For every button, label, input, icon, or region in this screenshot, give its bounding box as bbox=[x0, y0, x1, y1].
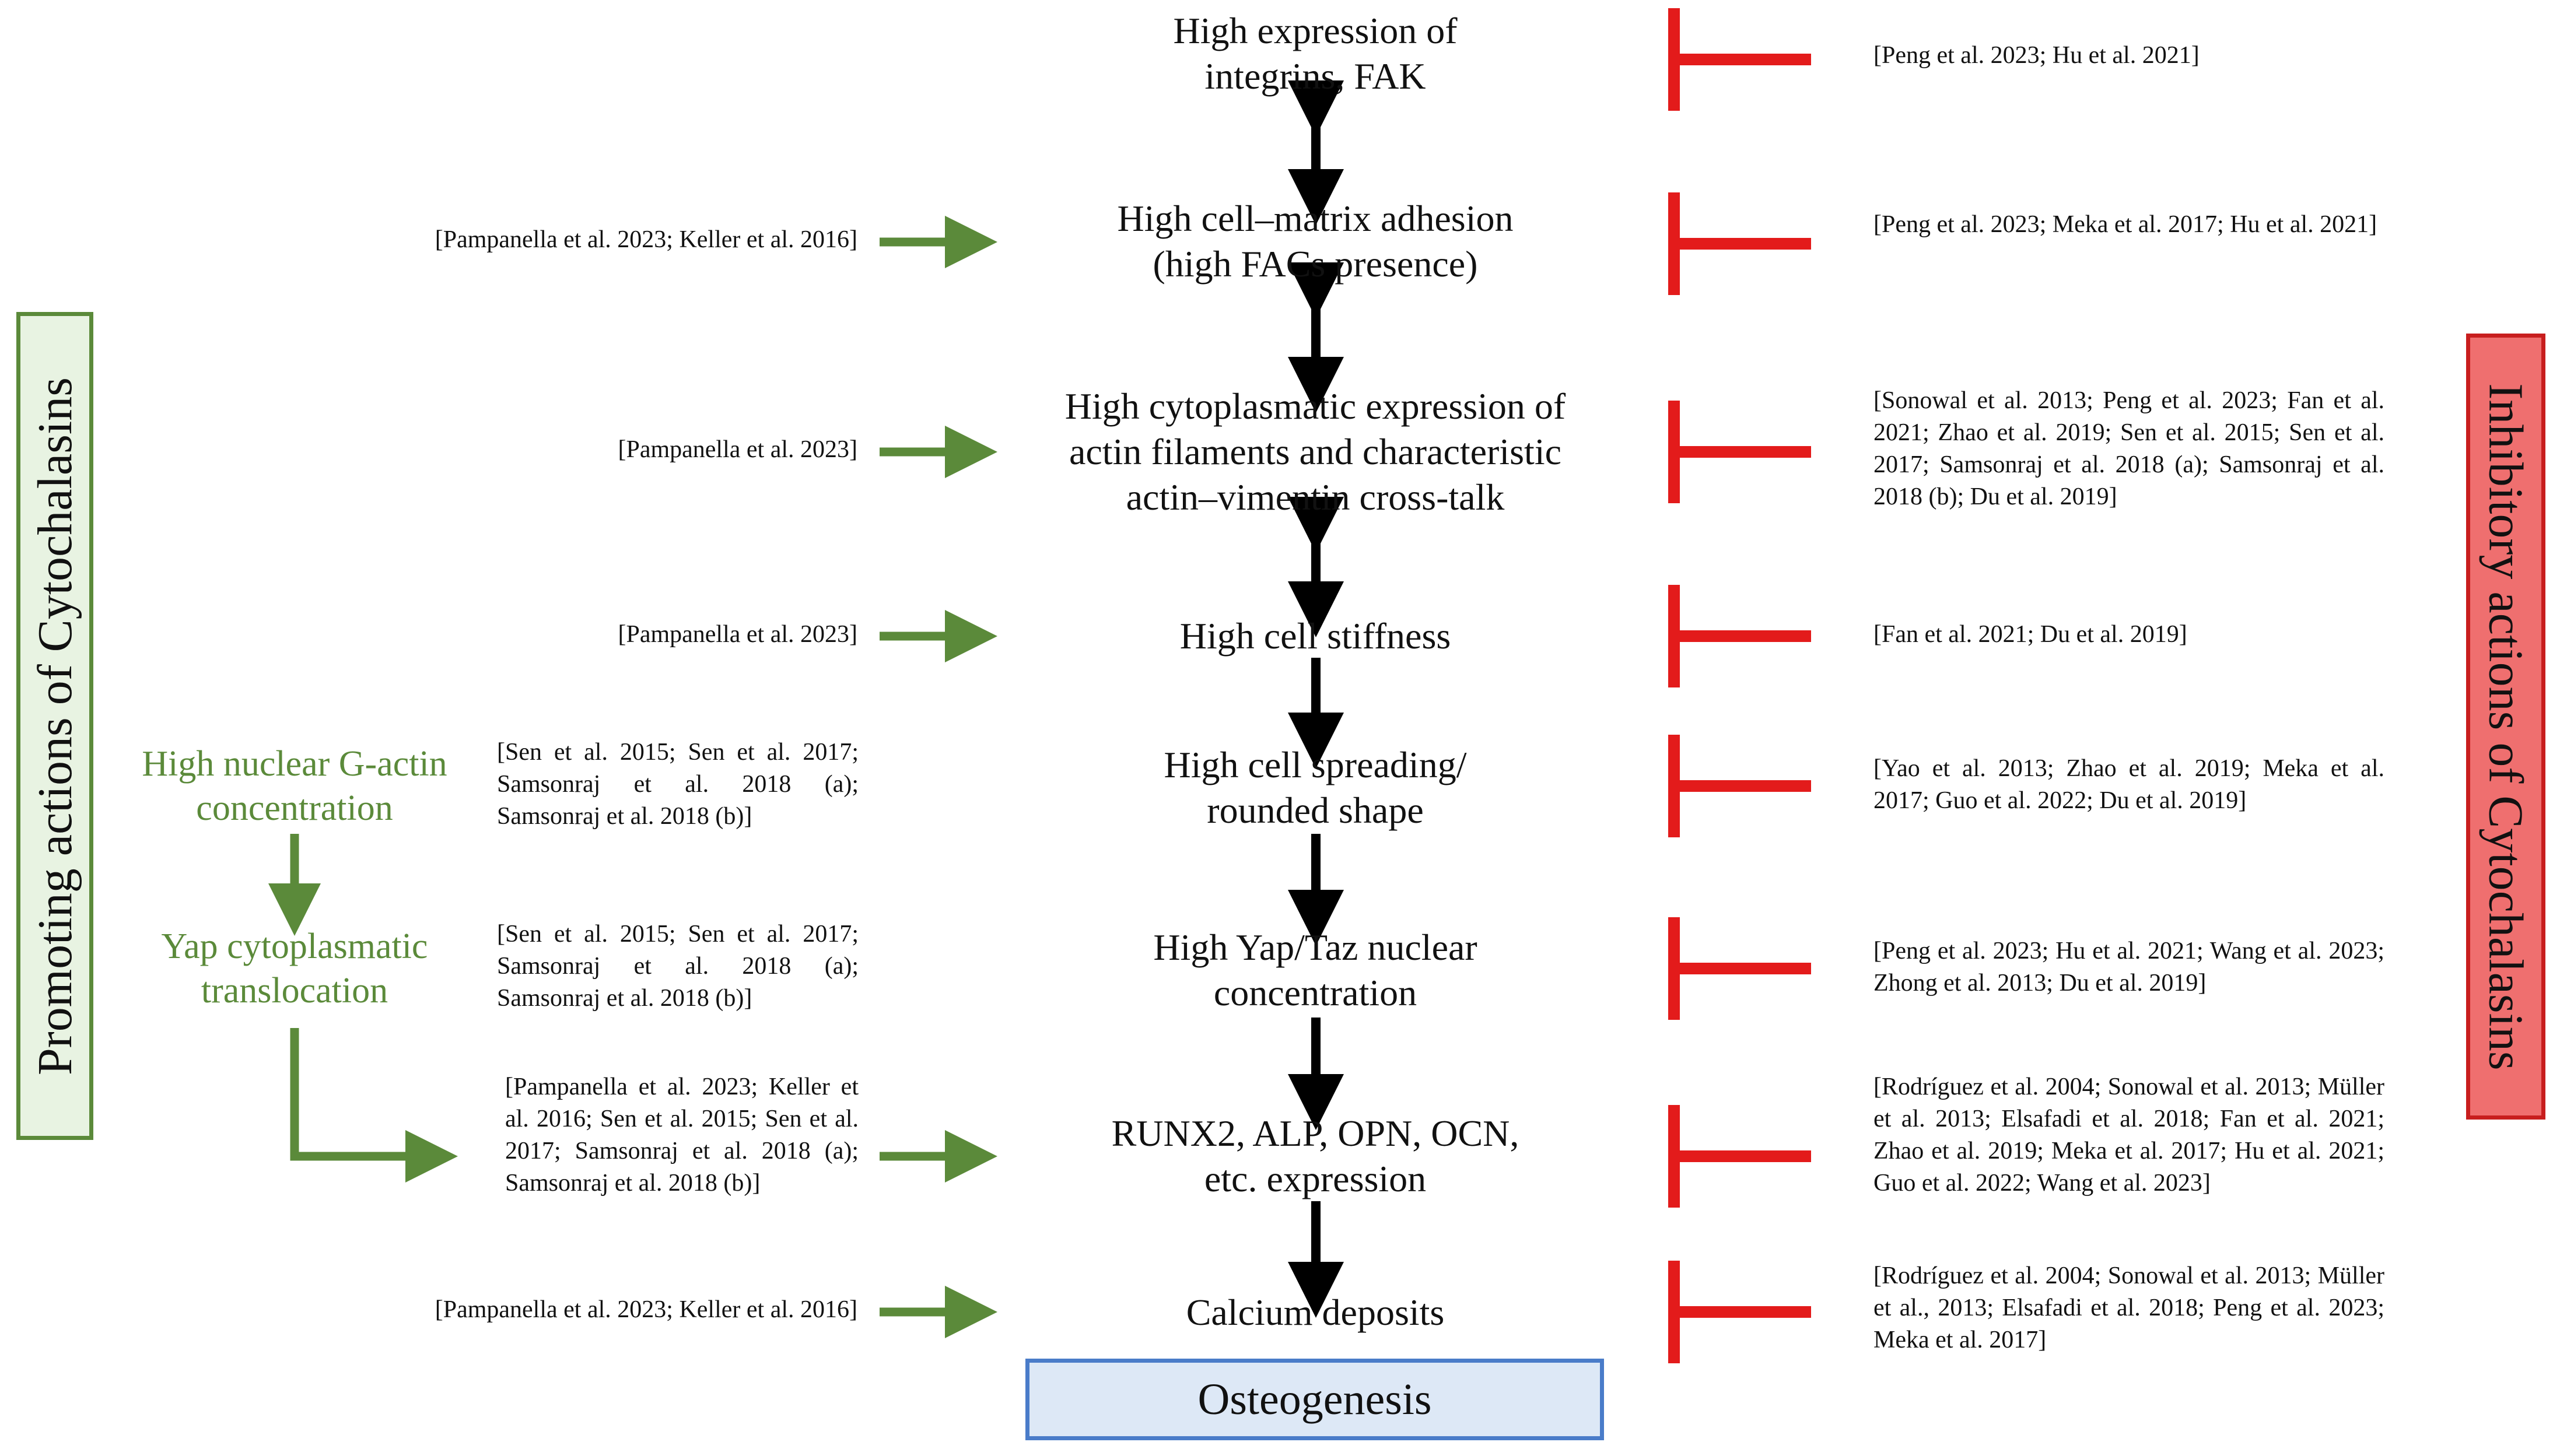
promoting-actions-box: Promoting actions of Cytochalasins bbox=[16, 312, 93, 1140]
step-actin-filaments: High cytoplasmatic expression of actin f… bbox=[962, 384, 1668, 520]
promoting-ref-g-actin: [Sen et al. 2015; Sen et al. 2017; Samso… bbox=[497, 739, 859, 830]
green-step-line: Yap cytoplasmatic bbox=[161, 927, 428, 966]
osteogenesis-box: Osteogenesis bbox=[1025, 1359, 1604, 1440]
promoting-ref-stiffness: [Pampanella et al. 2023] bbox=[618, 621, 857, 648]
step-line: High cytoplasmatic expression of bbox=[1064, 385, 1566, 427]
green-step-yap-translocation: Yap cytoplasmatic translocation bbox=[111, 924, 478, 1013]
inhibitory-ref-calcium: [Rodríguez et al. 2004; Sonowal et al. 2… bbox=[1873, 1262, 2384, 1353]
step-integrins-fak: High expression of integrins, FAK bbox=[962, 8, 1668, 99]
promoting-arrows bbox=[268, 216, 997, 1338]
inhibitory-ref-spreading: [Yao et al. 2013; Zhao et al. 2019; Meka… bbox=[1873, 755, 2384, 814]
step-cell-matrix-adhesion: High cell–matrix adhesion (high FACs pre… bbox=[962, 196, 1668, 287]
step-line: integrins, FAK bbox=[1204, 55, 1426, 97]
promoting-actions-label: Promoting actions of Cytochalasins bbox=[27, 377, 82, 1075]
step-line: High expression of bbox=[1173, 10, 1458, 51]
step-cell-stiffness: High cell stiffness bbox=[962, 613, 1668, 659]
step-line: actin filaments and characteristic bbox=[1069, 431, 1562, 472]
inhibitory-ref-yap-taz: [Peng et al. 2023; Hu et al. 2021; Wang … bbox=[1873, 938, 2384, 997]
step-line: rounded shape bbox=[1207, 790, 1424, 831]
inhibitory-ref-integrins: [Peng et al. 2023; Hu et al. 2021] bbox=[1873, 42, 2200, 69]
green-step-line: High nuclear G-actin bbox=[142, 744, 447, 784]
promoting-ref-actin: [Pampanella et al. 2023] bbox=[618, 436, 857, 463]
step-line: High cell–matrix adhesion bbox=[1117, 198, 1514, 239]
green-step-g-actin: High nuclear G-actin concentration bbox=[111, 742, 478, 830]
step-line: etc. expression bbox=[1204, 1158, 1427, 1199]
step-line: High cell spreading/ bbox=[1164, 744, 1467, 785]
promoting-ref-adhesion: [Pampanella et al. 2023; Keller et al. 2… bbox=[435, 226, 857, 253]
inhibitory-ref-actin: [Sonowal et al. 2013; Peng et al. 2023; … bbox=[1873, 387, 2384, 510]
inhibitory-actions-label: Inhibitory actions of Cytochalasins bbox=[2478, 383, 2533, 1071]
step-line: concentration bbox=[1213, 972, 1417, 1013]
step-line: actin–vimentin cross-talk bbox=[1126, 476, 1505, 518]
green-step-line: concentration bbox=[196, 788, 393, 828]
step-line: High cell stiffness bbox=[1179, 615, 1451, 657]
step-line: RUNX2, ALP, OPN, OCN, bbox=[1111, 1113, 1519, 1154]
step-cell-spreading: High cell spreading/ rounded shape bbox=[962, 742, 1668, 833]
step-yap-taz: High Yap/Taz nuclear concentration bbox=[962, 925, 1668, 1016]
step-calcium-deposits: Calcium deposits bbox=[962, 1290, 1668, 1335]
step-gene-expression: RUNX2, ALP, OPN, OCN, etc. expression bbox=[962, 1111, 1668, 1202]
promoting-ref-runx2: [Pampanella et al. 2023; Keller et al. 2… bbox=[505, 1073, 859, 1197]
inhibitory-ref-gene-expression: [Rodríguez et al. 2004; Sonowal et al. 2… bbox=[1873, 1073, 2384, 1197]
inhibitory-ref-stiffness: [Fan et al. 2021; Du et al. 2019] bbox=[1873, 621, 2187, 648]
step-line: High Yap/Taz nuclear bbox=[1153, 927, 1477, 968]
promote-elbow-arrow bbox=[290, 1028, 458, 1183]
osteogenesis-label: Osteogenesis bbox=[1197, 1374, 1432, 1424]
promoting-ref-calcium: [Pampanella et al. 2023; Keller et al. 2… bbox=[435, 1296, 857, 1323]
inhibition-markers bbox=[1668, 8, 1811, 1363]
promoting-ref-yap: [Sen et al. 2015; Sen et al. 2017; Samso… bbox=[497, 921, 859, 1012]
step-line: Calcium deposits bbox=[1186, 1292, 1445, 1333]
inhibitory-actions-box: Inhibitory actions of Cytochalasins bbox=[2466, 334, 2545, 1120]
green-step-line: translocation bbox=[201, 971, 388, 1011]
inhibitory-ref-adhesion: [Peng et al. 2023; Meka et al. 2017; Hu … bbox=[1873, 211, 2377, 238]
step-line: (high FACs presence) bbox=[1153, 243, 1478, 285]
